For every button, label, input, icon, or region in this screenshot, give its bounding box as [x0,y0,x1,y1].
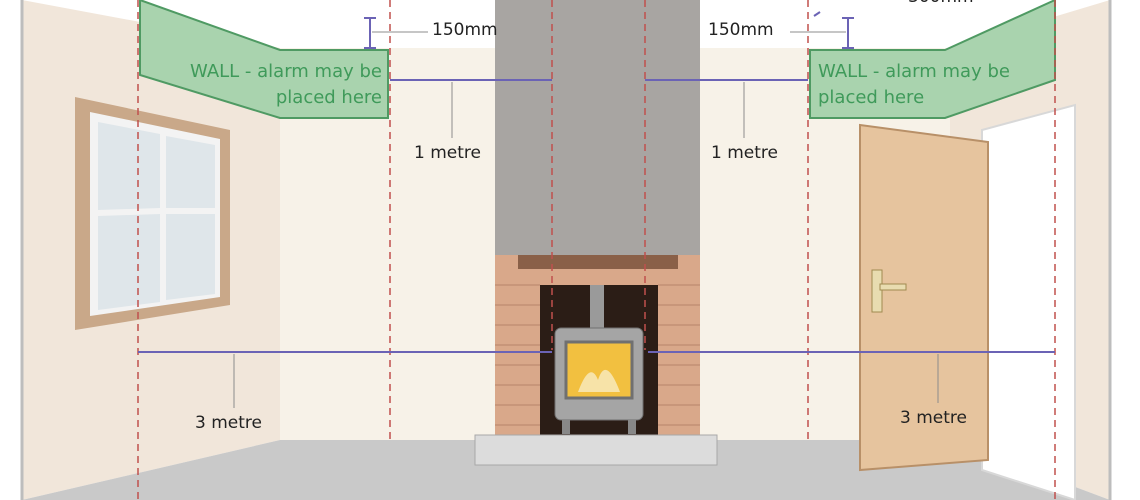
chimney-breast [495,0,700,255]
label-3-metre-right: 3 metre [900,408,967,428]
dashed-guides [137,0,1056,500]
wall-zone-right-line2: placed here [818,87,925,108]
wall-zone-right-line1: WALL - alarm may be [818,61,1010,82]
measure-300mm-tick [813,11,821,17]
stove-flue [590,285,604,330]
measure-lines [138,11,1055,353]
floor [22,440,1110,500]
leader-lines [233,31,939,408]
flame-icon [578,369,620,392]
label-150mm-right: 150mm [708,20,774,40]
stove-leg-right [628,420,636,434]
wall-zone-label-left: WALL - alarm may be placed here [150,59,382,111]
mantel-beam [518,255,678,269]
window [75,97,230,330]
label-1-metre-left: 1 metre [414,143,481,163]
label-300mm: 300mm [908,0,974,7]
door-handle [879,283,907,291]
right-wall-green-band [809,0,1056,119]
wall-zone-left-line1: WALL - alarm may be [190,61,382,82]
stove-leg-left [562,420,570,434]
wood-stove [554,285,644,434]
label-3-metre-left: 3 metre [195,413,262,433]
left-wall-green-band [139,0,389,119]
label-1-metre-right: 1 metre [711,143,778,163]
brick-courses [495,284,700,426]
hearth [474,434,718,466]
wall-zone-left-line2: placed here [275,87,382,108]
door-handle-plate [871,269,883,313]
label-150mm-left: 150mm [432,20,498,40]
door [859,103,1076,500]
wall-zone-label-right: WALL - alarm may be placed here [818,59,1050,111]
